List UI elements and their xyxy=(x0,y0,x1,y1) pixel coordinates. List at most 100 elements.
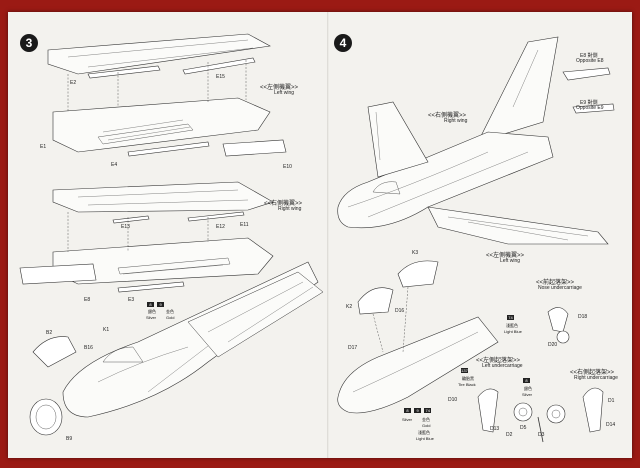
paint-name-silver-step4b: Silver xyxy=(402,417,413,422)
left-wing-caption-en: Left wing xyxy=(274,90,295,96)
part-label-k1: K1 xyxy=(103,327,110,333)
paint-name-silver-cn-step4: 銀色 xyxy=(524,386,532,391)
right-gear-caption-cn: <<右側起落架>> xyxy=(570,370,615,376)
paint-name-lightblue2-cn: 淺藍色 xyxy=(418,430,430,435)
nose-intake-b9 xyxy=(29,398,63,436)
opposite-e9-caption: Opposite E9 xyxy=(576,105,604,111)
vertical-tail xyxy=(477,36,559,143)
part-label-d17: D17 xyxy=(348,345,358,351)
part-label-b2: B2 xyxy=(46,330,53,336)
part-label-k3: K3 xyxy=(412,250,419,256)
part-label-d5: D5 xyxy=(520,425,527,431)
right-wing-upper-part xyxy=(52,181,274,213)
part-label-d2: D2 xyxy=(506,432,513,438)
left-main-wheel xyxy=(513,402,533,422)
paint-swatch-silver: 8 xyxy=(147,302,154,308)
left-wing-caption-cn-step4: <<左側機翼>> xyxy=(486,253,525,259)
paint-swatch-tireblack: 137 xyxy=(461,368,468,374)
right-wing-caption-en-step4: Right wing xyxy=(444,118,468,124)
paint-callout-silver-gold-step3: 8 9 xyxy=(146,302,165,308)
part-label-e12: E12 xyxy=(216,224,225,230)
paint-name-silver-step4: Silver xyxy=(522,392,533,397)
part-label-d1: D1 xyxy=(608,398,615,404)
cockpit-step4 xyxy=(372,181,401,195)
canopy-part-k2 xyxy=(357,287,394,315)
paint-swatch-lightblue: 74 xyxy=(507,315,514,321)
paint-name-tireblack-cn: 輪胎黑 xyxy=(462,376,474,381)
part-label-k2: K2 xyxy=(346,304,353,310)
cockpit-step3 xyxy=(102,346,144,363)
part-label-e11: E11 xyxy=(240,222,249,228)
nose-gear-strut xyxy=(547,307,569,333)
right-wing-installed xyxy=(367,101,429,178)
wheel-well-detail xyxy=(97,123,194,145)
nose-gear-caption-en: Nose undercarriage xyxy=(538,285,582,291)
part-e4-strip xyxy=(127,141,210,157)
horizontal-stab-e9 xyxy=(572,103,615,114)
rear-fuselage-section xyxy=(187,271,324,358)
part-e13-strip xyxy=(112,215,150,224)
right-wing-caption-cn-step4: <<右側機翼>> xyxy=(428,113,467,119)
part-label-e2: E2 xyxy=(70,80,77,86)
page-fold xyxy=(327,12,329,458)
paint-name-gold-step4: Gold xyxy=(422,423,431,428)
paint-name-silver: Silver xyxy=(146,315,157,320)
gear-strut-d3 xyxy=(537,416,544,443)
paint-swatch-gold-step4: 9 xyxy=(414,408,422,414)
right-gear-caption-en: Right undercarriage xyxy=(574,375,618,381)
opposite-e8-caption: Opposite E8 xyxy=(576,58,604,64)
horizontal-stab-e8 xyxy=(562,67,611,81)
step-4-badge: 4 xyxy=(334,34,352,52)
fuselage-step4 xyxy=(337,131,554,229)
right-gear-door xyxy=(582,387,604,433)
part-label-d20: D20 xyxy=(548,342,558,348)
left-gear-door xyxy=(477,388,499,433)
part-label-e1: E1 xyxy=(40,144,47,150)
right-wing-caption-en: Right wing xyxy=(278,206,302,212)
nose-wheel xyxy=(556,330,570,344)
left-wing-upper-part xyxy=(47,33,271,75)
left-gear-caption-en: Left undercarriage xyxy=(482,363,523,369)
part-label-d10: D10 xyxy=(448,397,458,403)
part-label-e4: E4 xyxy=(111,162,118,168)
left-wing-lower-part xyxy=(52,97,271,153)
paint-name-silver-cn: 銀色 xyxy=(148,309,156,314)
part-label-e10: E10 xyxy=(283,164,292,170)
left-wing-caption-cn: <<左側機翼>> xyxy=(260,85,299,91)
part-label-e13: E13 xyxy=(121,224,130,230)
left-wing-installed xyxy=(427,206,609,245)
paint-swatch-gold: 9 xyxy=(157,302,165,308)
paint-swatch-lightblue-step4b: 74 xyxy=(424,408,432,414)
opposite-e8-cn: E8 對側 xyxy=(580,53,598,59)
paint-callout-tireblack: 137 xyxy=(460,368,469,374)
assembly-drawing xyxy=(19,33,615,443)
part-label-d16: D16 xyxy=(395,308,405,314)
opposite-e9-cn: E9 對側 xyxy=(580,100,598,106)
left-gear-caption-cn: <<左側起落架>> xyxy=(476,358,521,364)
part-e10-flap xyxy=(222,139,287,157)
paint-name-tireblack: Tire Black xyxy=(458,382,476,387)
paint-name-gold: Gold xyxy=(166,315,175,320)
right-main-wheel xyxy=(546,404,566,424)
canopy-part-b2 xyxy=(32,336,77,368)
part-label-e3: E3 xyxy=(128,297,135,303)
part-label-e8: E8 xyxy=(84,297,91,303)
part-label-d14: D14 xyxy=(606,422,616,428)
paint-name-lightblue-cn: 淺藍色 xyxy=(506,323,518,328)
part-label-d18: D18 xyxy=(578,314,588,320)
paint-swatch-silver-step4: 8 xyxy=(523,378,530,384)
nose-gear-caption-cn: <<前起落架>> xyxy=(536,280,575,286)
canopy-part-k3 xyxy=(397,260,439,288)
step-3-badge: 3 xyxy=(20,34,38,52)
paint-name-gold-cn-step4: 金色 xyxy=(422,417,430,422)
fuselage-lower-step4 xyxy=(337,316,499,414)
part-label-d13: D13 xyxy=(490,426,500,432)
right-wing-caption-cn: <<右側機翼>> xyxy=(264,201,303,207)
part-e12-strip xyxy=(187,211,245,222)
paint-callout-silver-gold-lightblue: 8 9 74 xyxy=(403,408,432,414)
paint-name-gold-cn: 金色 xyxy=(166,309,174,314)
part-e3-strip xyxy=(117,281,185,293)
paint-name-lightblue: Light Blue xyxy=(504,329,522,334)
paint-callout-lightblue: 74 xyxy=(506,315,515,321)
right-wheel-well-detail xyxy=(117,257,231,275)
